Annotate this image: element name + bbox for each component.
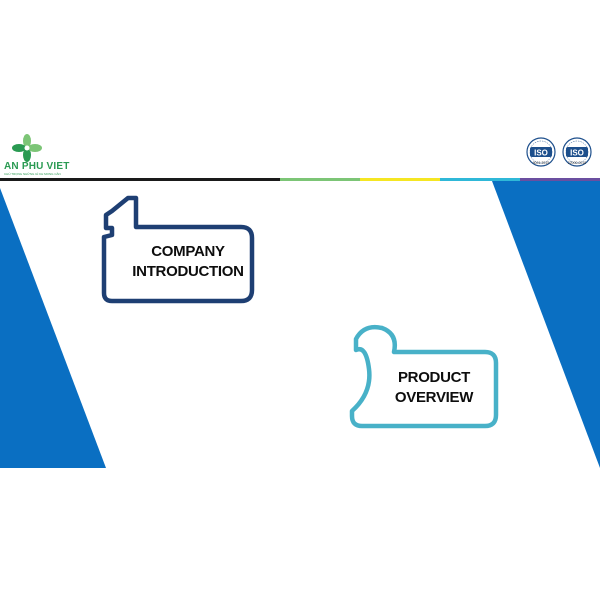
background-shapes bbox=[0, 181, 600, 468]
iso-seal-icon: ISO bbox=[526, 137, 556, 167]
agenda-numerals bbox=[101, 195, 499, 429]
iso-badge-text: ISO bbox=[534, 149, 548, 158]
brand-tagline: CHÚ TRỌNG NHỮNG GÌ KH MONG CẦN bbox=[4, 172, 61, 176]
header-stripe-black bbox=[0, 178, 280, 181]
agenda-item-line2: OVERVIEW bbox=[394, 389, 474, 406]
clover-leaf-icon bbox=[12, 134, 42, 162]
header-stripe-green bbox=[280, 178, 360, 181]
numeral-two-outline-icon bbox=[349, 324, 499, 429]
agenda-item-line2: INTRODUCTION bbox=[132, 263, 244, 280]
iso-caption: 9001:2015 bbox=[532, 161, 550, 165]
left-blue-triangle bbox=[0, 188, 106, 468]
agenda-item-product-overview[interactable]: PRODUCT OVERVIEW bbox=[376, 368, 492, 408]
agenda-item-line1: PRODUCT bbox=[397, 369, 471, 386]
agenda-item-line1: COMPANY bbox=[151, 243, 225, 260]
brand-name: AN PHU VIET bbox=[4, 161, 70, 172]
header-stripe-purple bbox=[520, 178, 600, 181]
right-blue-wedge bbox=[492, 181, 600, 468]
iso-caption: 22000:2018 bbox=[567, 161, 587, 165]
header-stripe-cyan bbox=[440, 178, 520, 181]
slide-header: AN PHU VIET CHÚ TRỌNG NHỮNG GÌ KH MONG C… bbox=[0, 131, 600, 178]
agenda-slide: AN PHU VIET CHÚ TRỌNG NHỮNG GÌ KH MONG C… bbox=[0, 131, 600, 468]
iso-badge-text: ISO bbox=[570, 149, 584, 158]
agenda-item-company-introduction[interactable]: COMPANY INTRODUCTION bbox=[127, 242, 249, 282]
iso-seal-icon: ISO bbox=[562, 137, 592, 167]
header-stripe-yellow bbox=[360, 178, 440, 181]
numeral-one-outline-icon bbox=[101, 195, 255, 304]
